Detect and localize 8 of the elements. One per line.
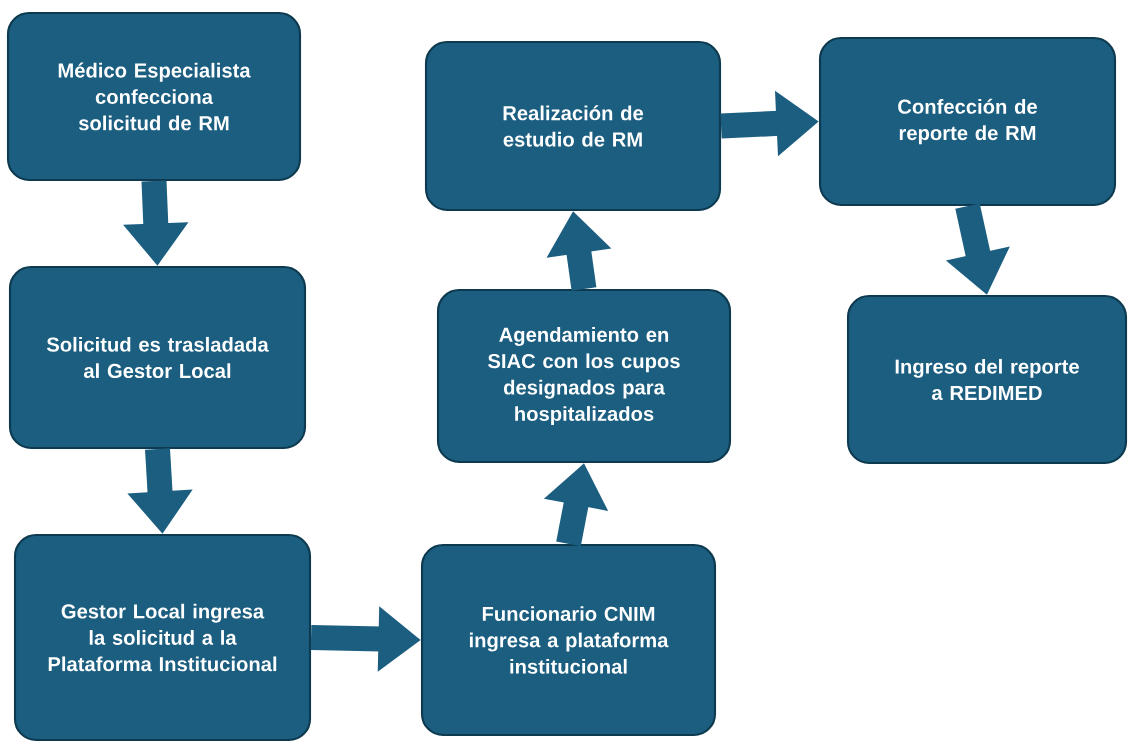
process-box: Solicitud es trasladada al Gestor Local [8,265,307,450]
process-box: Ingreso del reporte a REDIMED [846,294,1128,465]
process-box: Gestor Local ingresa la solicitud a la Plataforma Institucional [13,533,312,742]
process-box: Médico Especialista confecciona solicitud de RM [6,11,302,182]
process-box: Confección de reporte de RM [818,36,1117,207]
process-box: Realización de estudio de RM [424,40,722,212]
process-box: Funcionario CNIM ingresa a plataforma institucional [420,543,717,737]
process-box: Agendamiento en SIAC con los cupos designados para hospitalizados [436,288,732,464]
